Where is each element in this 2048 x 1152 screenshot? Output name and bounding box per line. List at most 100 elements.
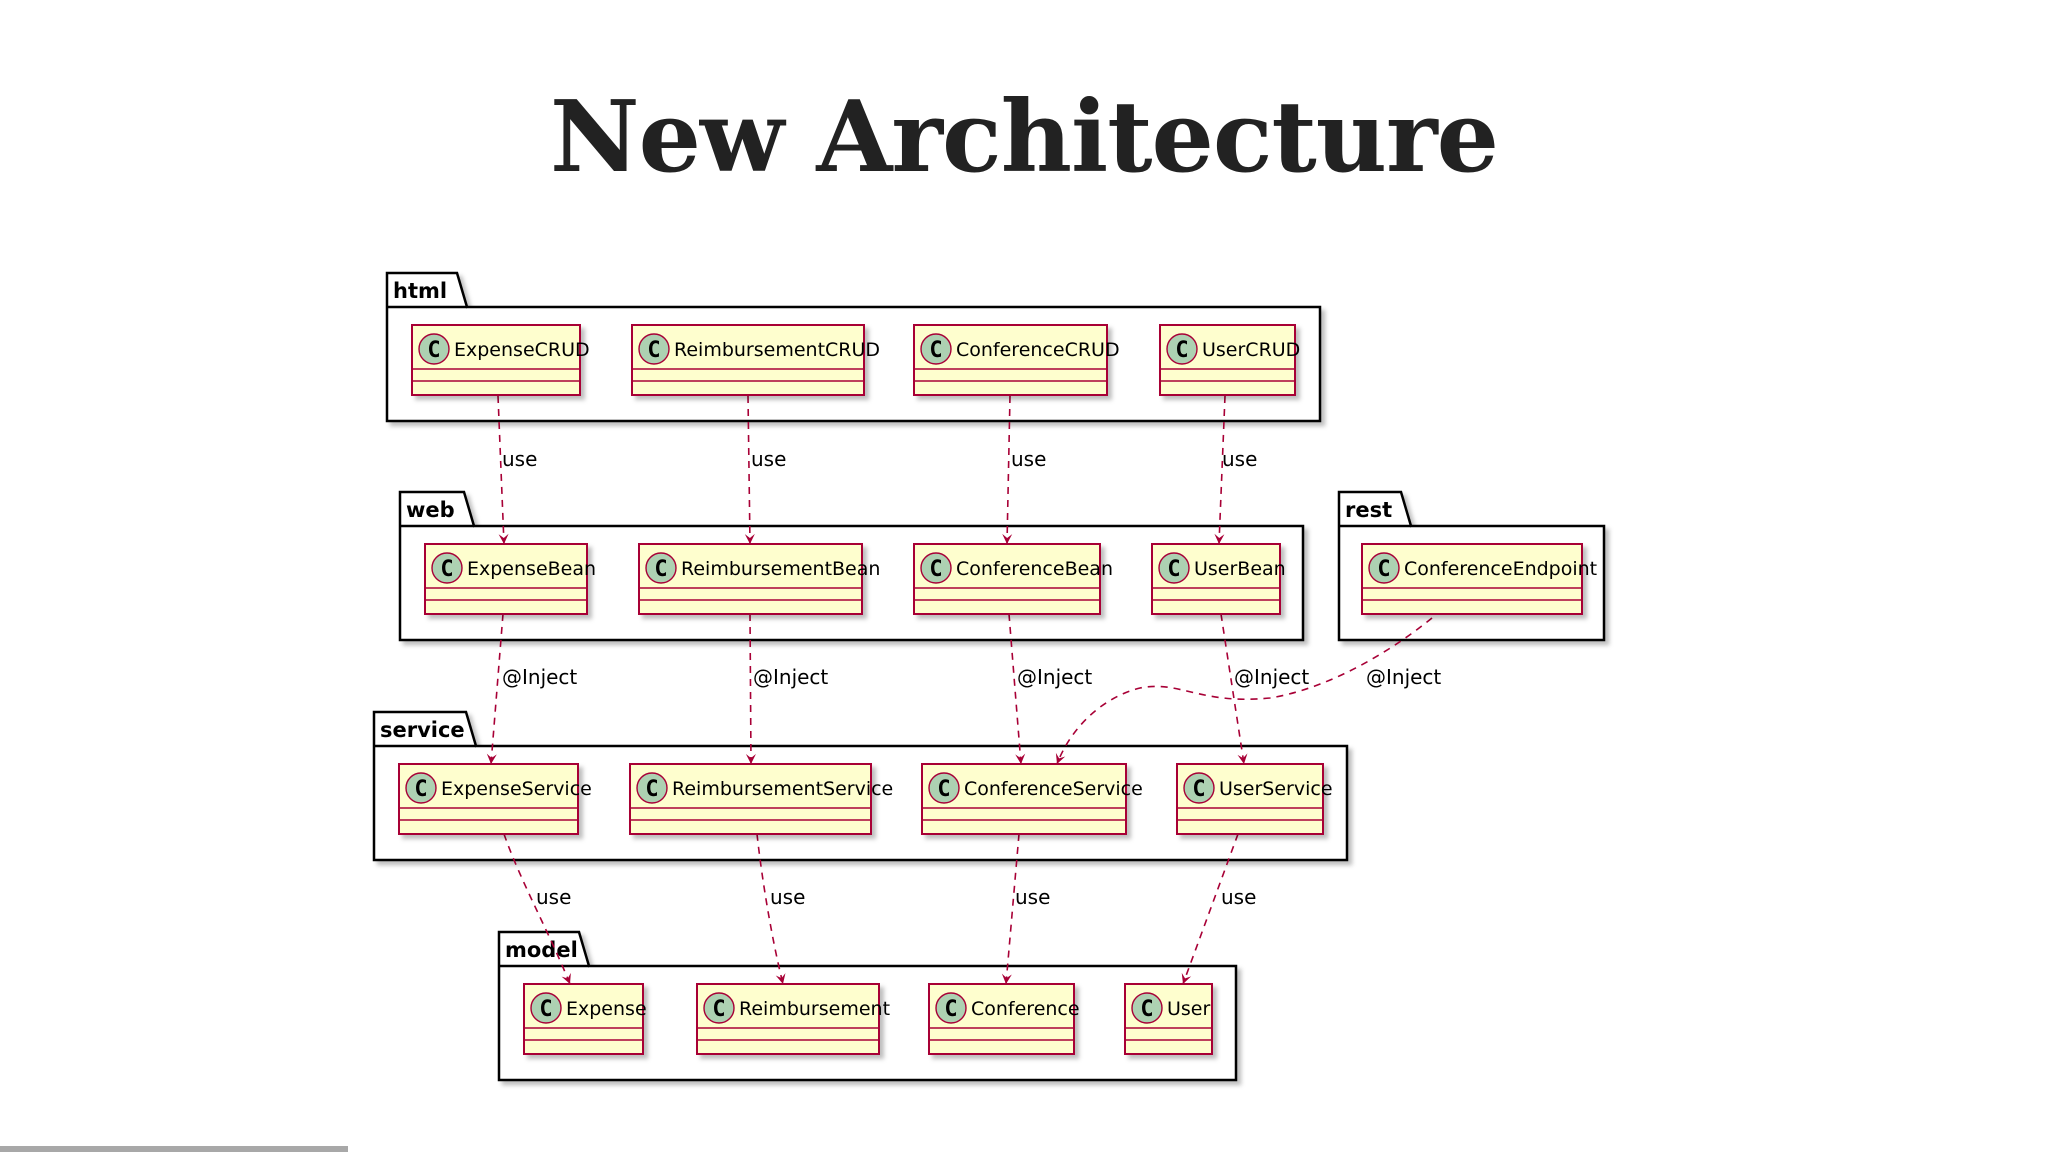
edge-conference-endpoint-to-conference-service: @Inject <box>1055 617 1441 765</box>
class-stereotype-letter: C <box>1140 997 1153 1022</box>
edge-label: use <box>1222 447 1257 471</box>
package-label: web <box>406 498 455 522</box>
edge-label: use <box>770 885 805 909</box>
edge-user-service-to-user: use <box>1181 833 1256 985</box>
slide-title: New Architecture <box>549 80 1499 195</box>
class-reimbursement-bean: C ReimbursementBean <box>638 543 880 615</box>
edge-user-crud-to-user-bean: use <box>1214 395 1257 545</box>
package-label: model <box>505 938 578 962</box>
edge-conference-bean-to-conference-service: @Inject <box>1008 613 1092 765</box>
class-stereotype-icon <box>431 552 463 584</box>
package-label: html <box>393 279 447 303</box>
package-label: rest <box>1345 498 1392 522</box>
class-name: ReimbursementBean <box>681 558 880 580</box>
slide-progress-bar <box>0 1146 2048 1152</box>
edge-reimbursement-service-to-reimbursement: use <box>756 833 805 985</box>
class-name: ConferenceEndpoint <box>1404 558 1597 580</box>
class-stereotype-icon <box>1368 552 1400 584</box>
class-user-crud: C UserCRUD <box>1159 324 1300 396</box>
class-stereotype-letter: C <box>654 557 667 582</box>
class-stereotype-letter: C <box>937 777 950 802</box>
class-stereotype-letter: C <box>1192 777 1205 802</box>
class-stereotype-letter: C <box>929 557 942 582</box>
class-name: ExpenseService <box>441 778 592 800</box>
class-expense-service: C ExpenseService <box>398 763 592 835</box>
edge-label: use <box>502 447 537 471</box>
class-name: ReimbursementService <box>672 778 893 800</box>
class-stereotype-letter: C <box>427 338 440 363</box>
class-user-bean: C UserBean <box>1151 543 1286 615</box>
class-stereotype-icon <box>703 992 735 1024</box>
class-stereotype-icon <box>920 333 952 365</box>
class-stereotype-icon <box>638 333 670 365</box>
class-name: UserCRUD <box>1202 339 1300 361</box>
class-reimbursement-service: C ReimbursementService <box>629 763 893 835</box>
class-name: Reimbursement <box>739 998 890 1020</box>
class-stereotype-icon <box>645 552 677 584</box>
edge-label: @Inject <box>753 665 828 689</box>
dependency-arrow <box>503 833 571 985</box>
class-stereotype-icon <box>530 992 562 1024</box>
edge-conference-service-to-conference: use <box>1001 833 1050 985</box>
class-stereotype-icon <box>1158 552 1190 584</box>
class-stereotype-letter: C <box>944 997 957 1022</box>
class-name: ReimbursementCRUD <box>674 339 880 361</box>
class-stereotype-icon <box>1166 333 1198 365</box>
class-user: C User <box>1124 983 1213 1055</box>
edge-label: use <box>1011 447 1046 471</box>
edge-expense-bean-to-expense-service: @Inject <box>486 613 577 765</box>
class-box <box>1361 543 1583 615</box>
class-stereotype-letter: C <box>414 777 427 802</box>
dependency-arrow <box>1181 833 1239 985</box>
class-stereotype-letter: C <box>645 777 658 802</box>
class-stereotype-letter: C <box>1167 557 1180 582</box>
edge-label: @Inject <box>1234 665 1309 689</box>
class-conference-endpoint: C ConferenceEndpoint <box>1361 543 1597 615</box>
edge-reimbursement-bean-to-reimbursement-service: @Inject <box>745 613 828 765</box>
class-name: ExpenseCRUD <box>454 339 590 361</box>
class-stereotype-letter: C <box>929 338 942 363</box>
class-stereotype-icon <box>405 772 437 804</box>
class-reimbursement: C Reimbursement <box>696 983 890 1055</box>
class-stereotype-letter: C <box>1175 338 1188 363</box>
class-stereotype-icon <box>636 772 668 804</box>
edge-conference-crud-to-conference-bean: use <box>1002 395 1046 545</box>
class-expense-crud: C ExpenseCRUD <box>411 324 590 396</box>
class-box <box>411 324 581 396</box>
class-stereotype-icon <box>920 552 952 584</box>
class-stereotype-icon <box>418 333 450 365</box>
class-name: User <box>1167 998 1210 1020</box>
class-stereotype-letter: C <box>1377 557 1390 582</box>
package-label: service <box>380 718 465 742</box>
edge-expense-service-to-expense: use <box>503 833 571 985</box>
slide-progress-fill <box>0 1146 349 1152</box>
class-conference-bean: C ConferenceBean <box>913 543 1113 615</box>
class-box <box>629 763 872 835</box>
edge-label: @Inject <box>1017 665 1092 689</box>
dependency-arrow <box>1214 395 1226 545</box>
dependency-arrow <box>1055 617 1433 765</box>
dependency-arrow <box>756 833 786 985</box>
class-name: UserBean <box>1194 558 1286 580</box>
class-stereotype-icon <box>1131 992 1163 1024</box>
class-stereotype-letter: C <box>539 997 552 1022</box>
edge-label: @Inject <box>502 665 577 689</box>
class-stereotype-letter: C <box>712 997 725 1022</box>
class-box <box>631 324 865 396</box>
class-expense: C Expense <box>523 983 647 1055</box>
class-name: Expense <box>566 998 647 1020</box>
edge-expense-crud-to-expense-bean: use <box>497 395 537 545</box>
edge-label: @Inject <box>1366 665 1441 689</box>
dependency-arrow <box>497 395 509 545</box>
edge-label: use <box>751 447 786 471</box>
class-name: ConferenceCRUD <box>956 339 1120 361</box>
dependency-arrow <box>1002 395 1013 545</box>
class-stereotype-icon <box>928 772 960 804</box>
dependency-arrow <box>744 395 755 545</box>
class-name: ConferenceBean <box>956 558 1113 580</box>
